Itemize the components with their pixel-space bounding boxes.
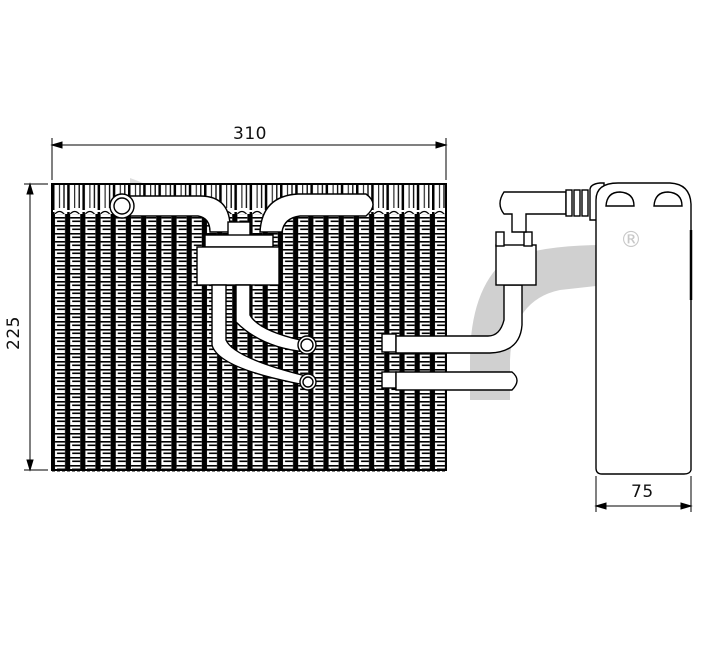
registered-trademark-icon: ® <box>620 228 642 253</box>
upper-manifold-tubes <box>109 193 374 233</box>
inlet-outlet-pipes <box>211 284 317 391</box>
expansion-valve-block <box>196 221 280 286</box>
dimension-width-label: 310 <box>233 124 267 144</box>
side-pipe-connector <box>381 189 589 391</box>
dimension-lines <box>24 138 693 512</box>
end-tank-plate <box>589 182 693 475</box>
dimension-depth-label: 75 <box>631 482 654 502</box>
dimension-height-label: 225 <box>4 316 24 350</box>
